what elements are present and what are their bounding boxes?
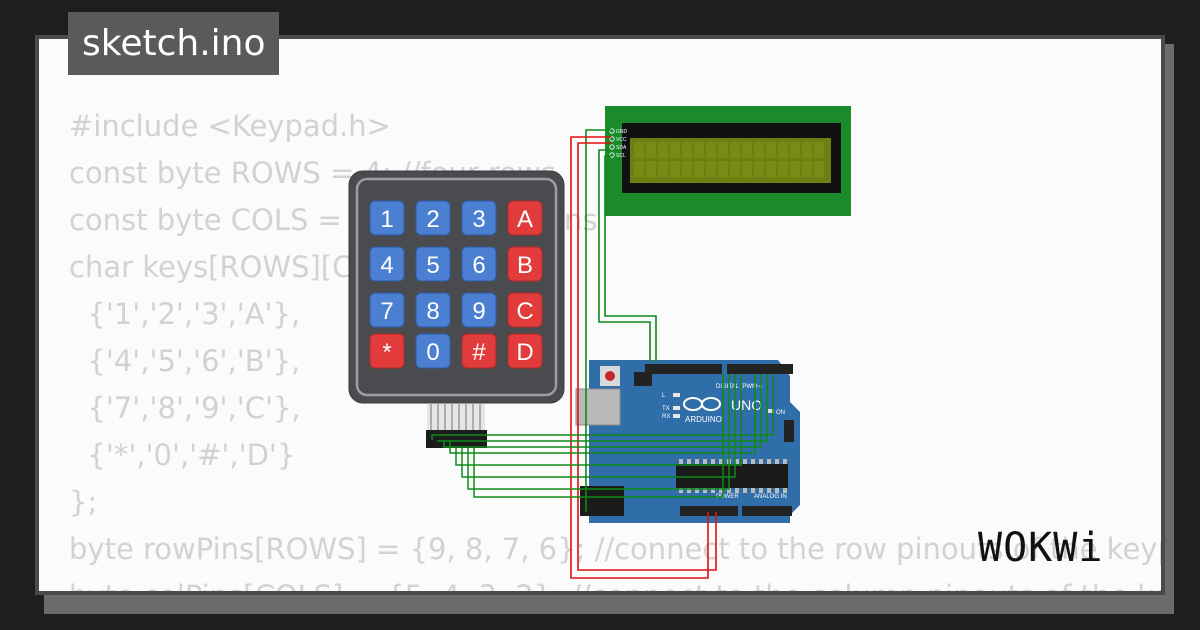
keypad-key-6[interactable]: 6	[461, 246, 497, 282]
wire-lcd-vcc	[570, 136, 709, 579]
wire-lcd-sda	[598, 149, 651, 362]
wire-keypad-0	[431, 374, 774, 440]
header-top-right	[727, 364, 793, 374]
keypad-key-d[interactable]: D	[507, 333, 543, 369]
keypad-key-3[interactable]: 3	[461, 200, 497, 236]
keypad-key-label: #	[472, 339, 486, 366]
wire-power-5v	[577, 142, 717, 571]
keypad-key-label: 7	[380, 298, 393, 325]
wokwi-logo: WOKWi	[978, 525, 1104, 571]
keypad-key-label: 4	[380, 252, 393, 279]
power-jack	[580, 486, 624, 516]
keypad-key-b[interactable]: B	[507, 246, 543, 282]
code-line: {'*','0','#','D'}	[69, 438, 296, 472]
keypad-key-2[interactable]: 2	[415, 200, 451, 236]
header-power	[680, 506, 738, 516]
lcd-pin-label: SCL	[616, 153, 626, 159]
code-line: {'4','5','6','B'},	[69, 344, 301, 378]
on-led	[768, 409, 774, 413]
on-label: ON	[776, 410, 785, 416]
code-line: {'7','8','9','C'},	[69, 391, 301, 425]
wire-keypad-6	[467, 374, 730, 490]
keypad-key-8[interactable]: 8	[415, 292, 451, 328]
lcd-display[interactable]: GND VCC SDA SCL	[605, 106, 851, 216]
keypad-key-9[interactable]: 9	[461, 292, 497, 328]
keypad-key-label: 6	[472, 252, 485, 279]
file-tab[interactable]: sketch.ino	[68, 12, 280, 75]
wire-keypad-4	[455, 374, 742, 466]
led-label: TX	[662, 406, 670, 412]
arduino-logo	[683, 397, 721, 411]
keypad-key-7[interactable]: 7	[369, 292, 405, 328]
brand-label: ARDUINO	[685, 415, 722, 424]
arduino-uno[interactable]: UNO ARDUINO DIGITAL (PWM~) POWER ANALOG …	[575, 360, 800, 523]
keypad-key-label: 3	[472, 206, 485, 233]
keypad-key-a[interactable]: A	[507, 200, 543, 236]
keypad-key-hash[interactable]: #	[461, 333, 497, 369]
atmega-chip	[676, 464, 788, 488]
led-label: RX	[662, 414, 670, 420]
wire-keypad-5	[461, 374, 736, 478]
keypad-key-label: 2	[426, 206, 439, 233]
usb-port	[575, 388, 621, 426]
wires	[431, 129, 774, 579]
lcd-pin-label: SDA	[616, 145, 627, 151]
analog-label: ANALOG IN	[754, 494, 787, 500]
reset-button-cap	[605, 371, 615, 381]
keypad-key-label: 1	[380, 206, 393, 233]
keypad-key-0[interactable]: 0	[415, 333, 451, 369]
wire-lcd-gnd	[585, 129, 611, 512]
keypad-key-label: D	[516, 339, 533, 366]
wire-keypad-3	[449, 374, 756, 454]
keypad-bezel	[355, 177, 558, 397]
keypad-key-label: A	[517, 206, 533, 233]
keypad-key-5[interactable]: 5	[415, 246, 451, 282]
code-preview-card: #include <Keypad.h>const byte ROWS = 4; …	[35, 35, 1165, 595]
code-line: {'1','2','3','A'},	[69, 297, 301, 331]
keypad-key-label: C	[516, 298, 533, 325]
code-line: };	[69, 485, 98, 519]
power-label: POWER	[716, 494, 739, 500]
wire-keypad-7	[473, 374, 724, 498]
code-line: byte rowPins[ROWS] = {9, 8, 7, 6}; //con…	[69, 532, 1165, 566]
led-label: L	[662, 393, 666, 399]
code-listing: #include <Keypad.h>const byte ROWS = 4; …	[69, 103, 1165, 591]
keypad-key-c[interactable]: C	[507, 292, 543, 328]
keypad-key-label: *	[382, 339, 391, 366]
lcd-pin-label: VCC	[616, 137, 627, 143]
digital-label: DIGITAL (PWM~)	[716, 384, 763, 390]
wire-keypad-2	[443, 374, 762, 448]
lcd-pin-label: GND	[616, 129, 628, 135]
keypad-key-4[interactable]: 4	[369, 246, 405, 282]
icsp-header	[784, 420, 794, 442]
wire-lcd-scl	[604, 155, 657, 362]
header-top-left	[645, 364, 722, 374]
keypad-key-label: 8	[426, 298, 439, 325]
keypad-key-label: B	[517, 252, 533, 279]
keypad[interactable]: 1 2 3 A 4 5 6 B 7 8 9 C * 0 # D	[348, 170, 565, 404]
keypad-key-star[interactable]: *	[369, 333, 405, 369]
header-analog	[742, 506, 792, 516]
keypad-key-label: 9	[472, 298, 485, 325]
keypad-key-label: 0	[426, 339, 439, 366]
keypad-key-label: 5	[426, 252, 439, 279]
icsp-header-2	[634, 372, 652, 386]
keypad-key-1[interactable]: 1	[369, 200, 405, 236]
code-line: byte colPins[COLS] = {5, 4, 3, 2}; //con…	[69, 573, 1161, 591]
wire-keypad-1	[437, 374, 768, 442]
code-line: #include <Keypad.h>	[69, 109, 391, 143]
